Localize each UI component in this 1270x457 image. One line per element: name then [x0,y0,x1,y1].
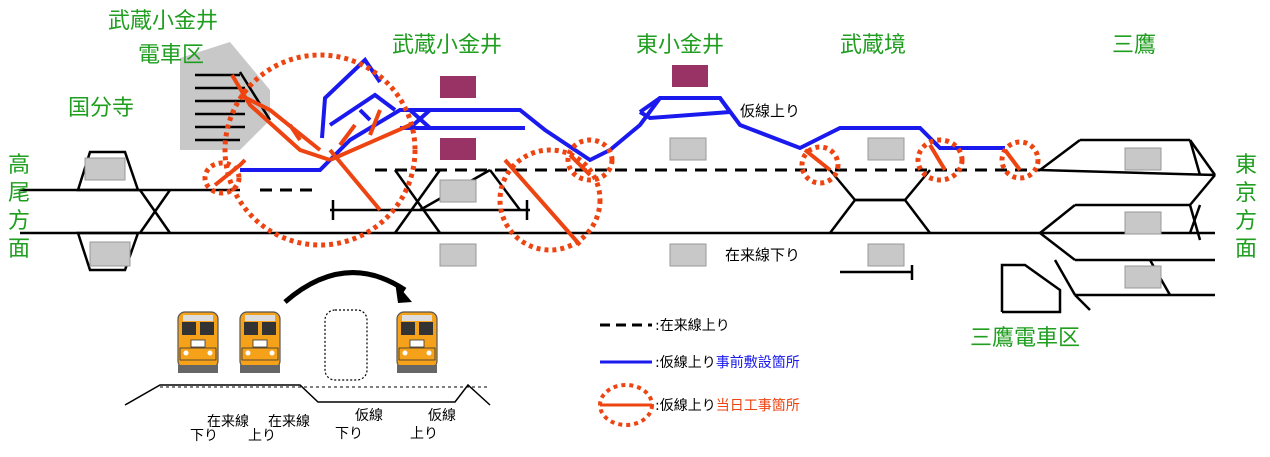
svg-text:在来線: 在来線 [268,414,310,430]
buildings [440,65,708,160]
train-temp-up [396,311,438,374]
svg-text:京: 京 [1235,181,1257,206]
takao-direction: 高 尾 方 面 [8,153,30,262]
svg-text:尾: 尾 [8,181,30,206]
legend-temp-day-suffix: 当日工事箇所 [716,397,800,414]
kokubunji-label: 国分寺 [68,96,134,121]
mitaka-depot-label: 三鷹電車区 [970,326,1080,351]
existing-down-label: 在来線下り [725,246,800,264]
svg-text:方: 方 [8,209,30,234]
temp-up-label: 仮線上り [740,102,800,120]
legend-existing-up: :在来線上り [655,318,730,334]
depot-area [180,42,270,150]
svg-text:東: 東 [1235,153,1257,178]
svg-text:上り: 上り [410,426,438,442]
legend-temp-day-prefix: :仮線上り [655,398,716,414]
train-labels: 在来線 下り 在来線 上り 仮線 下り 仮線 上り [190,408,456,444]
svg-text:面: 面 [8,237,30,262]
temp-up-day [213,73,1022,247]
mitaka-label: 三鷹 [1112,33,1156,58]
musashi-koganei-label: 武蔵小金井 [392,33,502,58]
work-areas [202,52,1041,253]
svg-text:面: 面 [1235,237,1257,262]
existing-tracks [20,138,1217,314]
depot-label-1: 武蔵小金井 [108,9,218,34]
svg-text::仮線上り事前敷設箇所: :仮線上り事前敷設箇所 [655,354,800,371]
train-existing-down [177,311,219,374]
platforms [84,137,1162,289]
legend: :在来線上り :仮線上り事前敷設箇所 :仮線上り当日工事箇所 [598,318,800,427]
higashi-koganei-label: 東小金井 [636,33,724,58]
svg-text:仮線: 仮線 [355,408,383,424]
svg-text:方: 方 [1235,209,1257,234]
train-temp-down-ghost [324,309,368,381]
legend-temp-pre-prefix: :仮線上り [655,355,716,371]
existing-up-line [260,168,1040,192]
depot-sidings [195,71,272,142]
svg-text:高: 高 [8,153,30,178]
svg-text:在来線: 在来線 [207,414,249,430]
legend-temp-pre-suffix: 事前敷設箇所 [716,354,800,371]
svg-text:下り: 下り [335,426,363,442]
svg-text:下り: 下り [190,428,218,444]
svg-text:上り: 上り [248,428,276,444]
depot-label-2: 電車区 [138,43,204,68]
train-illustration [124,270,491,406]
tokyo-direction: 東 京 方 面 [1235,153,1257,262]
train-existing-up [239,311,281,374]
musashi-sakai-label: 武蔵境 [840,33,906,58]
svg-text::仮線上り当日工事箇所: :仮線上り当日工事箇所 [655,397,800,414]
svg-text:仮線: 仮線 [428,408,456,424]
